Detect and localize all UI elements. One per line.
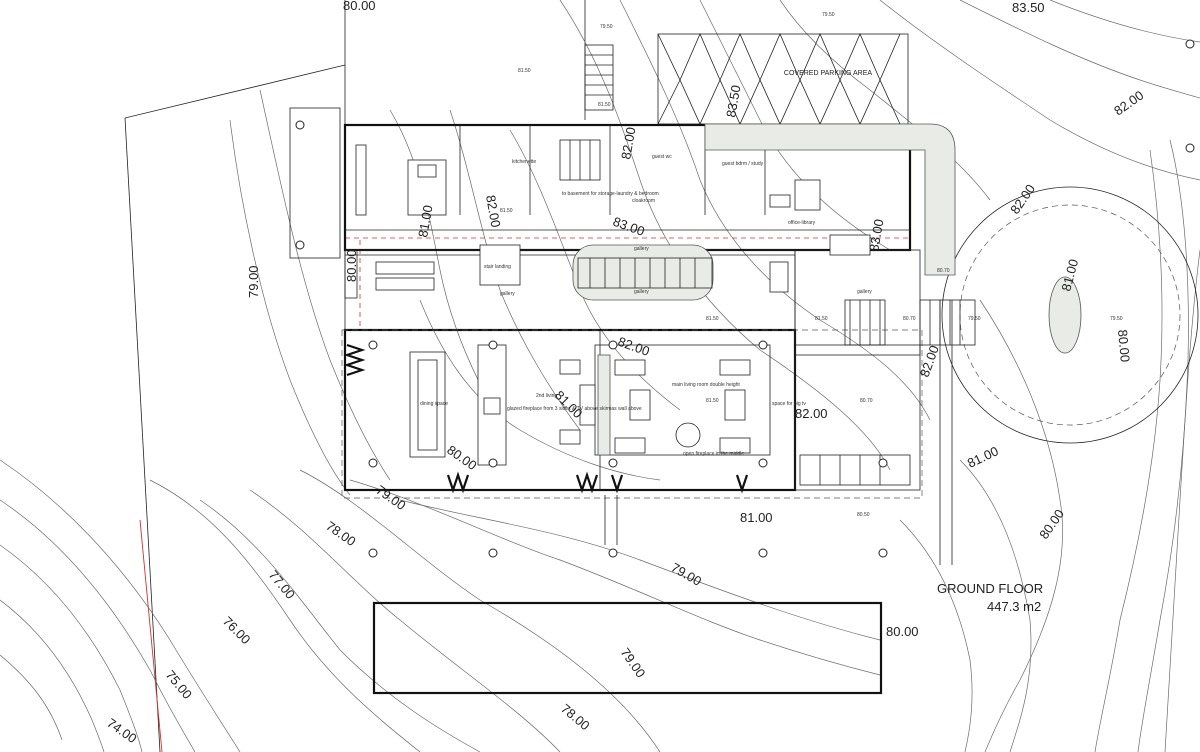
room-label: gallery bbox=[634, 289, 649, 295]
elev-label: 82.00 bbox=[483, 194, 503, 229]
room-label: cloakroom bbox=[632, 198, 655, 204]
room-label: to basement for storage-laundry & bedroo… bbox=[562, 191, 659, 197]
plan-area: 447.3 m2 bbox=[987, 599, 1041, 614]
elev-label: 81.00 bbox=[1058, 257, 1081, 292]
elev-label: 81.00 bbox=[965, 443, 1001, 470]
covered-parking: COVERED PARKING AREA bbox=[657, 32, 909, 125]
room-label: guest bdrm / study bbox=[722, 161, 764, 167]
elev-label: 83.50 bbox=[723, 84, 743, 119]
level-label: 79.50 bbox=[600, 24, 613, 30]
room-label: dining space bbox=[420, 401, 448, 407]
spot-level-labels: 79.50 79.50 81.50 81.50 81.50 81.50 79.5… bbox=[500, 12, 1123, 518]
elev-label: 79.00 bbox=[246, 265, 261, 298]
level-label: 81.50 bbox=[706, 316, 719, 322]
level-label: 80.70 bbox=[860, 398, 873, 404]
elev-label: 77.00 bbox=[266, 567, 298, 602]
room-label: 2nd living bbox=[536, 393, 557, 399]
level-label: 81.50 bbox=[706, 398, 719, 404]
level-label: 81.50 bbox=[518, 68, 531, 74]
elev-label: 81.00 bbox=[740, 510, 773, 525]
elev-label: 80.00 bbox=[344, 249, 359, 282]
room-label: open fireplace in the middle bbox=[683, 451, 744, 457]
level-label: 79.50 bbox=[1110, 316, 1123, 322]
elev-label: 80.00 bbox=[1115, 329, 1133, 363]
elev-label: 83.50 bbox=[1012, 0, 1045, 15]
room-label: stair landing bbox=[484, 264, 511, 270]
level-label: 79.50 bbox=[968, 316, 981, 322]
elev-label: 78.00 bbox=[323, 518, 358, 549]
room-labels: kitchenette to basement for storage-laun… bbox=[420, 154, 872, 457]
level-label: 81.50 bbox=[598, 102, 611, 108]
level-label: 80.70 bbox=[937, 268, 950, 274]
parking-label: COVERED PARKING AREA bbox=[784, 70, 873, 77]
elev-label: 80.00 bbox=[886, 624, 919, 639]
room-label: main living room double height bbox=[672, 382, 740, 388]
wall-symbols bbox=[343, 343, 749, 545]
elev-label: 83.00 bbox=[866, 218, 886, 253]
elev-label: 74.00 bbox=[104, 715, 139, 746]
elev-label: 81.00 bbox=[415, 204, 435, 239]
planter-hatched bbox=[572, 123, 956, 456]
room-label: glazed fireplace from 3 sides & TV above… bbox=[507, 406, 642, 412]
elev-label: 82.00 bbox=[1111, 88, 1146, 119]
furniture bbox=[344, 144, 871, 466]
room-label: kitchenette bbox=[512, 159, 536, 165]
elev-label: 82.00 bbox=[618, 126, 638, 161]
elev-label: 79.00 bbox=[669, 560, 705, 589]
level-label: 80.50 bbox=[857, 512, 870, 518]
plan-title: GROUND FLOOR bbox=[937, 581, 1043, 596]
level-label: 79.50 bbox=[822, 12, 835, 18]
columns bbox=[295, 39, 1195, 558]
elev-label: 79.00 bbox=[373, 482, 408, 513]
elev-label: 75.00 bbox=[163, 667, 195, 702]
elev-label: 80.00 bbox=[343, 0, 376, 13]
level-label: 81.50 bbox=[500, 208, 513, 214]
room-label: guest wc bbox=[652, 154, 672, 160]
title-block: GROUND FLOOR 447.3 m2 bbox=[937, 581, 1043, 614]
turning-circle bbox=[941, 186, 1199, 444]
room-label: gallery bbox=[634, 246, 649, 252]
stairs bbox=[559, 44, 976, 486]
elev-label: 82.00 bbox=[616, 334, 652, 359]
level-label: 80.70 bbox=[903, 316, 916, 322]
room-label: gallery bbox=[857, 289, 872, 295]
elev-label: 76.00 bbox=[220, 614, 254, 648]
room-label: space for big tv bbox=[772, 401, 806, 407]
elev-label: 78.00 bbox=[558, 701, 593, 733]
room-label: gallery bbox=[500, 291, 515, 297]
elev-label: 80.00 bbox=[444, 442, 479, 473]
elev-label: 82.00 bbox=[795, 406, 828, 421]
level-label: 81.50 bbox=[815, 316, 828, 322]
pool bbox=[372, 601, 883, 695]
elev-label: 82.00 bbox=[917, 343, 942, 379]
room-label: office-library bbox=[788, 220, 816, 226]
elev-label: 79.00 bbox=[618, 645, 649, 680]
elev-label: 83.00 bbox=[611, 214, 647, 239]
survey-lines bbox=[139, 237, 910, 752]
